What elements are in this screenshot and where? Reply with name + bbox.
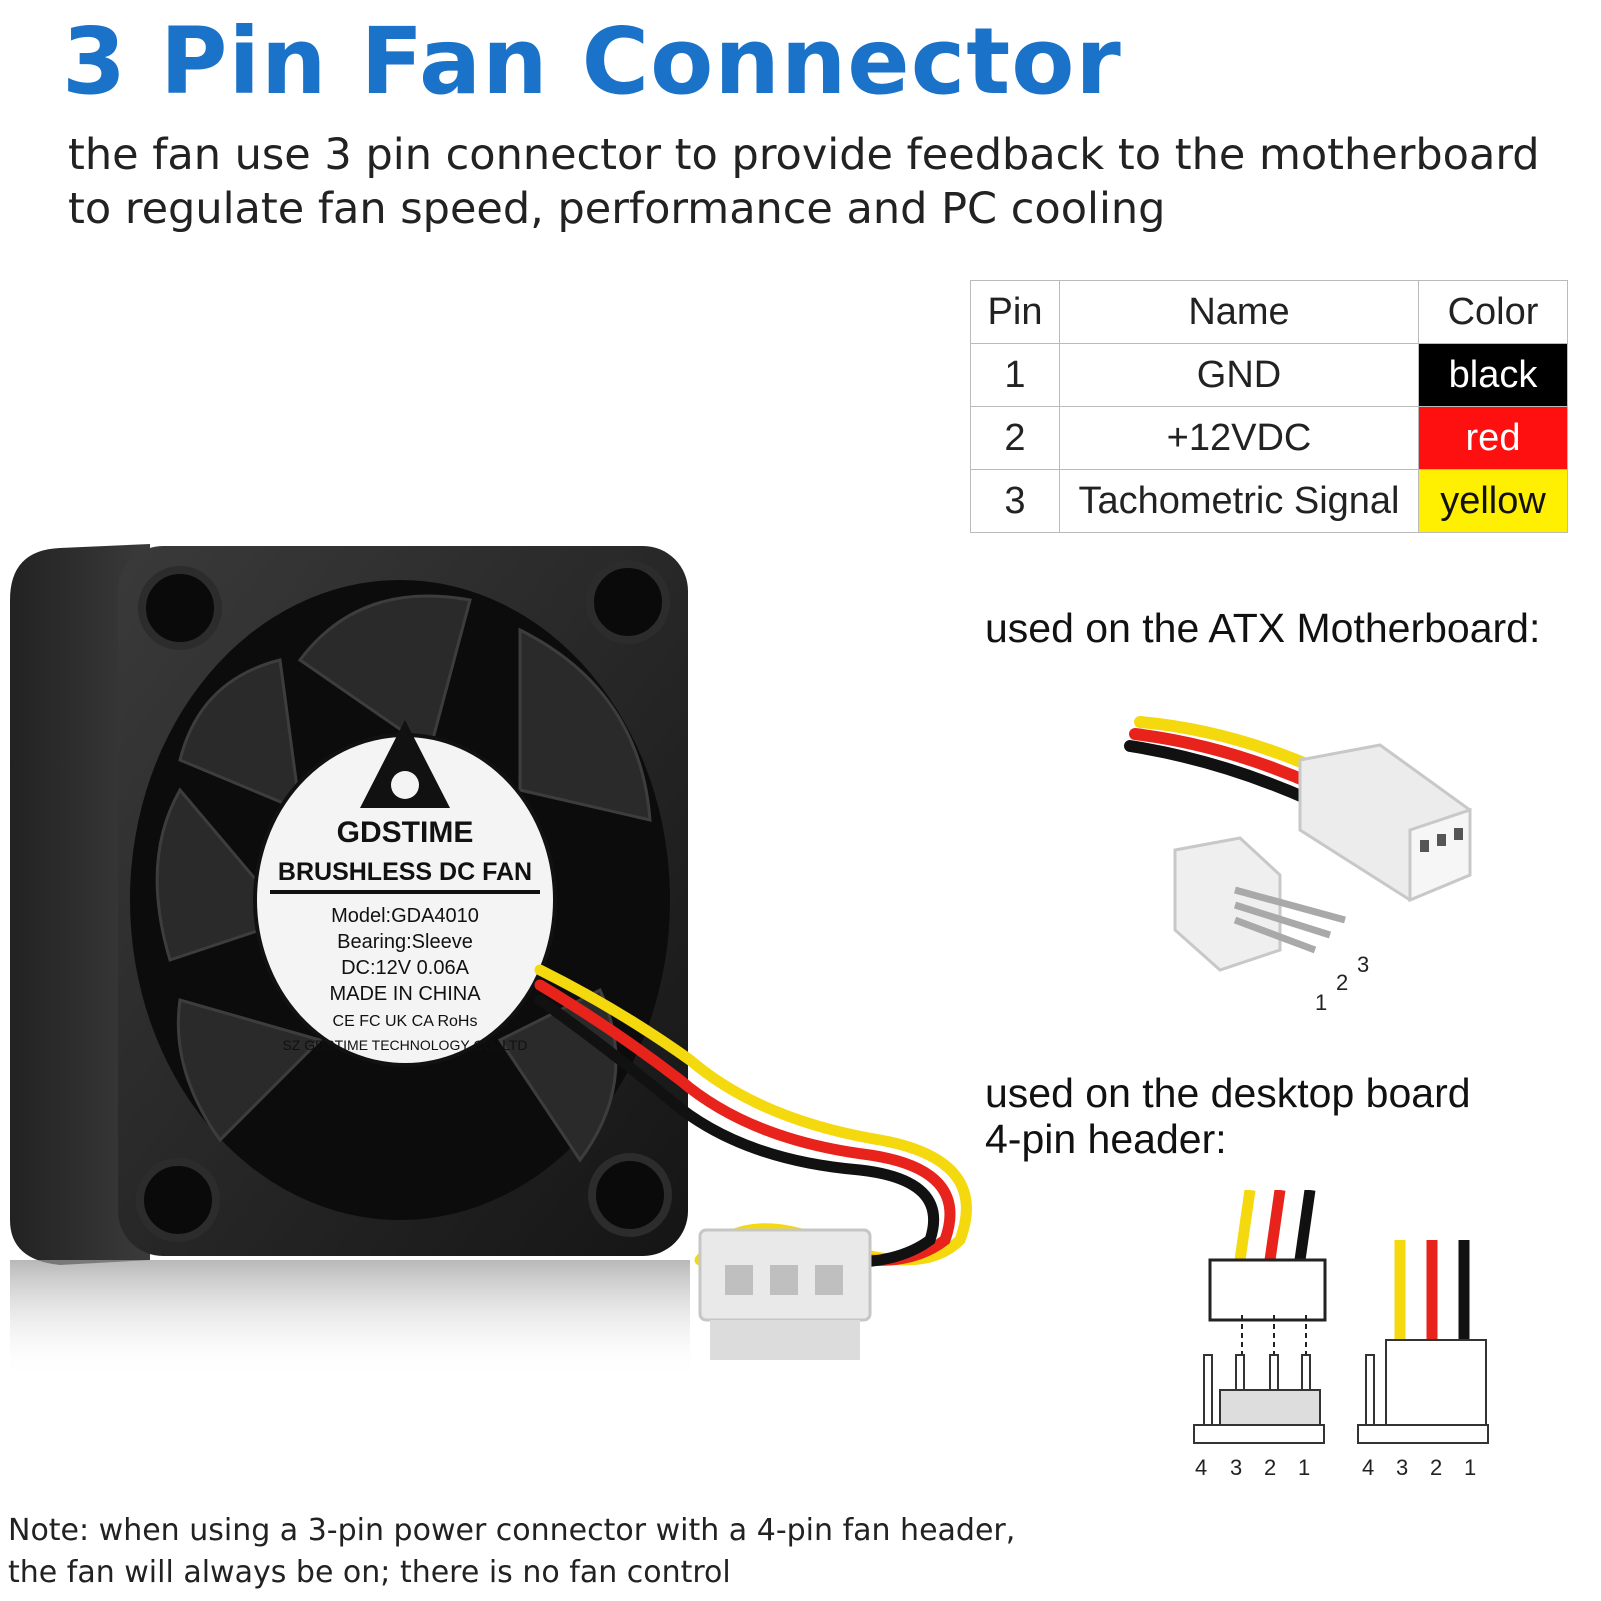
header-pin: Pin <box>970 280 1060 344</box>
fan-rating: DC:12V 0.06A <box>341 957 470 979</box>
header-color: Color <box>1418 280 1568 344</box>
name-cell: +12VDC <box>1059 406 1419 470</box>
atx-pin-1: 1 <box>1315 990 1327 1015</box>
color-cell: black <box>1418 343 1568 407</box>
atx-pin-2: 2 <box>1336 970 1348 995</box>
brand-logo-icon <box>360 720 450 808</box>
note-line1: Note: when using a 3-pin power connector… <box>8 1513 1016 1548</box>
fan-reflection <box>10 1260 690 1380</box>
atx-connector-illustration: 1 2 3 <box>1124 716 1472 1015</box>
desktop-label-line1: used on the desktop board <box>985 1070 1471 1116</box>
pin-cell: 1 <box>970 343 1060 407</box>
right-connector <box>1385 1339 1487 1429</box>
atx-pin-3: 3 <box>1357 952 1369 977</box>
mount-hole <box>138 566 222 650</box>
left-header-num: 2 <box>1264 1455 1276 1480</box>
left-header-num: 4 <box>1195 1455 1207 1480</box>
page-subtitle: the fan use 3 pin connector to provide f… <box>68 130 1540 234</box>
fan-connector <box>698 1228 872 1360</box>
fan-brand: GDSTIME <box>337 816 474 849</box>
fan-company: SZ GDSTIME TECHNOLOGY CO.,LTD <box>282 1037 527 1053</box>
left-connector <box>1208 1258 1327 1322</box>
note-line2: the fan will always be on; there is no f… <box>8 1555 731 1590</box>
right-header-num: 3 <box>1396 1455 1408 1480</box>
table-header-row: Pin Name Color <box>970 280 1568 344</box>
right-header-num: 4 <box>1362 1455 1374 1480</box>
page-title: 3 Pin Fan Connector <box>62 8 1122 115</box>
pin-table: Pin Name Color 1 GND black 2 +12VDC red … <box>970 280 1568 533</box>
note: Note: when using a 3-pin power connector… <box>8 1510 1108 1594</box>
name-cell: GND <box>1059 343 1419 407</box>
right-header-num: 1 <box>1464 1455 1476 1480</box>
fan-type: BRUSHLESS DC FAN <box>278 858 532 886</box>
desktop-label-line2: 4-pin header: <box>985 1116 1227 1162</box>
header-connector <box>1173 836 1346 972</box>
table-row: 2 +12VDC red <box>970 406 1568 470</box>
left-header-num: 1 <box>1298 1455 1310 1480</box>
table-row: 3 Tachometric Signal yellow <box>970 469 1568 533</box>
color-cell: yellow <box>1418 469 1568 533</box>
left-header-num: 3 <box>1230 1455 1242 1480</box>
atx-label: used on the ATX Motherboard: <box>985 605 1541 651</box>
mount-hole <box>586 560 670 644</box>
pin-cell: 2 <box>970 406 1060 470</box>
housing-connector <box>1298 743 1472 903</box>
header-name: Name <box>1059 280 1419 344</box>
name-cell: Tachometric Signal <box>1059 469 1419 533</box>
color-cell: red <box>1418 406 1568 470</box>
four-pin-header-illustration: 4 3 2 1 4 3 2 1 <box>1193 1190 1489 1480</box>
fan-bearing: Bearing:Sleeve <box>337 931 473 953</box>
mount-hole <box>136 1158 220 1242</box>
mount-hole <box>588 1153 672 1237</box>
fan-side <box>10 544 150 1265</box>
fan-origin: MADE IN CHINA <box>329 983 481 1005</box>
pin-cell: 3 <box>970 469 1060 533</box>
table-row: 1 GND black <box>970 343 1568 407</box>
fan-illustration: GDSTIME BRUSHLESS DC FAN Model:GDA4010 B… <box>10 544 972 1380</box>
fan-model: Model:GDA4010 <box>331 905 479 927</box>
fan-certs: CE FC UK CA RoHs <box>333 1013 478 1030</box>
right-header-num: 2 <box>1430 1455 1442 1480</box>
